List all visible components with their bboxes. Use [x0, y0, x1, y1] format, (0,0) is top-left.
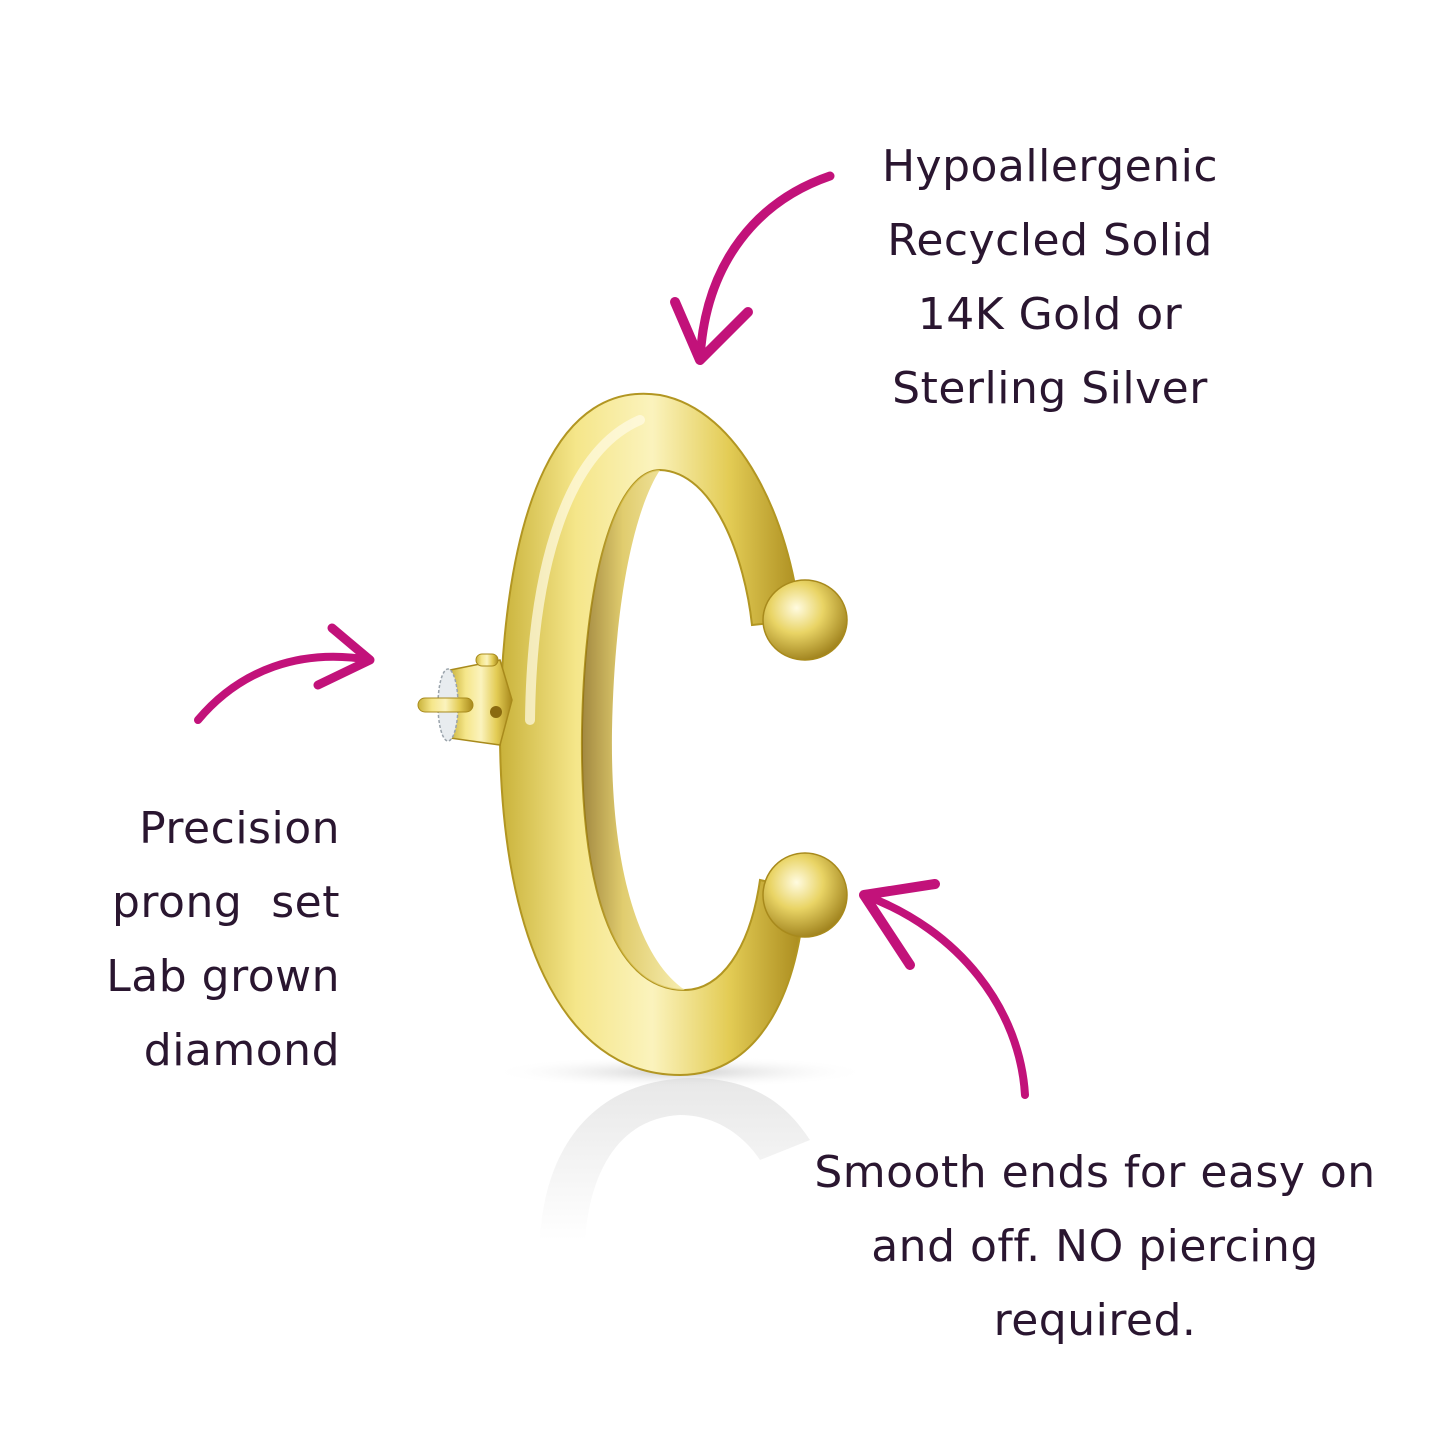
callout-line: Recycled Solid: [887, 215, 1213, 266]
callout-line: 14K Gold or: [917, 289, 1183, 340]
callout-material: Hypoallergenic Recycled Solid 14K Gold o…: [840, 130, 1260, 426]
callout-line: prong set: [111, 877, 340, 928]
arrow-to-end-icon: [859, 879, 1029, 1099]
callout-line: Smooth ends for easy on: [814, 1147, 1376, 1198]
callout-line: Precision: [139, 803, 340, 854]
prong-set-diamond: [417, 653, 513, 746]
gold-ear-cuff: [498, 392, 848, 1077]
callout-line: Sterling Silver: [892, 363, 1208, 414]
arrow-to-top-icon: [670, 171, 835, 365]
cuff-reflection: [540, 1078, 810, 1240]
top-ball-end: [762, 579, 848, 661]
callout-line: diamond: [143, 1025, 340, 1076]
callout-smooth-ends: Smooth ends for easy on and off. NO pier…: [760, 1136, 1430, 1358]
callout-line: and off. NO piercing: [871, 1221, 1319, 1272]
callout-line: Lab grown: [106, 951, 340, 1002]
callout-line: Hypoallergenic: [881, 141, 1219, 192]
callout-diamond: Precision prong set Lab grown diamond: [30, 792, 340, 1088]
bottom-ball-end: [762, 852, 848, 938]
callout-line: required.: [993, 1295, 1197, 1346]
arrow-to-diamond-icon: [194, 623, 375, 724]
